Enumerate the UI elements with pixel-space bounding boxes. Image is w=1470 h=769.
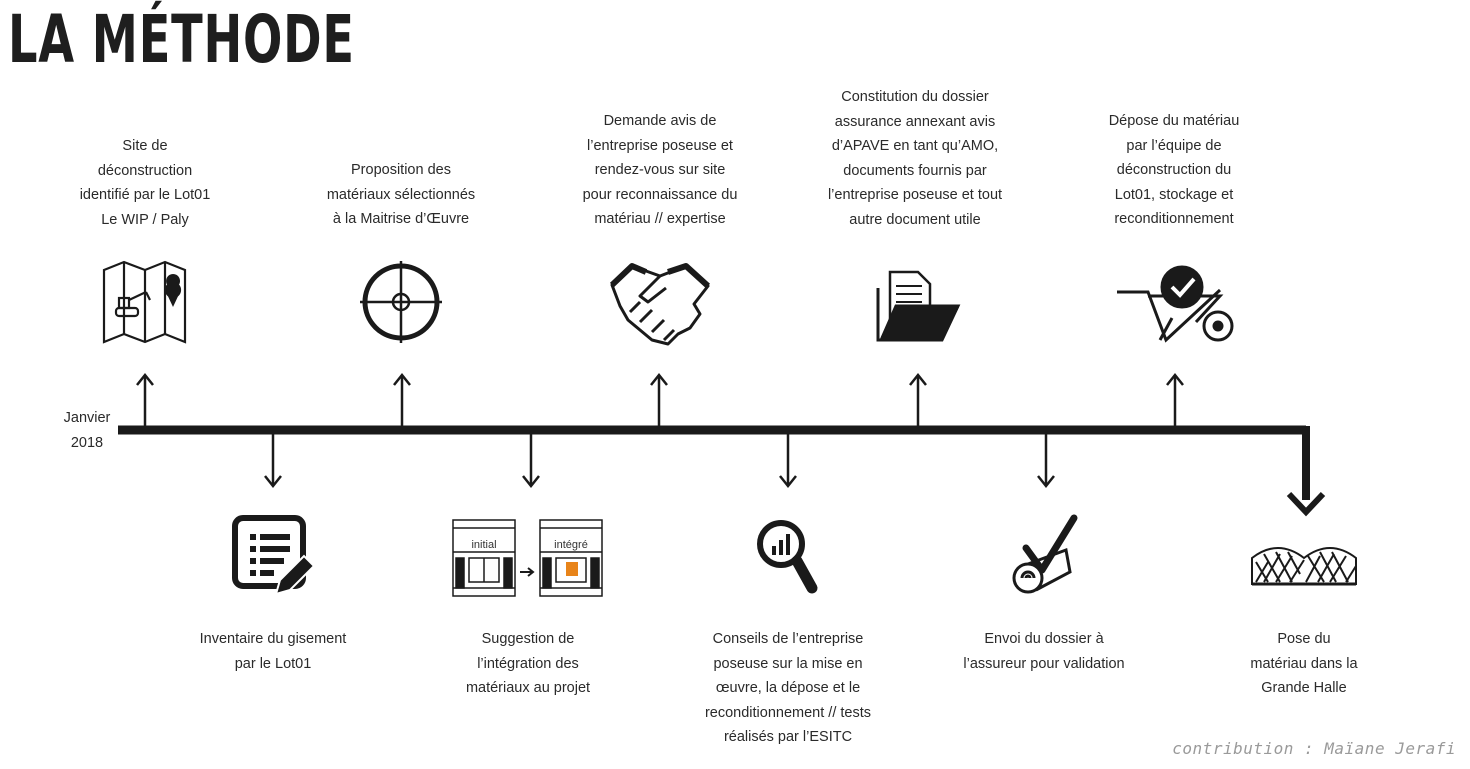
check-scroll-icon <box>1012 514 1078 594</box>
up-arrow <box>136 372 154 428</box>
facade-icon: initial intégré <box>452 519 603 597</box>
label-line: rendez-vous sur site <box>594 162 726 178</box>
label-line: Le WIP / Paly <box>101 211 189 228</box>
label-line: l’entreprise poseuse et tout <box>827 187 1003 203</box>
label-line: l’intégration des <box>477 655 579 672</box>
step-label-site: Site de déconstruction identifié par le … <box>60 134 230 232</box>
label-line: pour reconnaissance du <box>582 186 738 203</box>
magnifier-chart-icon <box>757 520 818 594</box>
label-line: Envoi du dossier à <box>984 631 1104 647</box>
label-line: Pose du <box>1277 631 1331 647</box>
page-title: LA MÉTHODE <box>8 1 355 78</box>
end-arrow <box>1286 491 1326 517</box>
crosshair-icon <box>360 261 442 343</box>
up-arrow <box>650 372 668 428</box>
wheelbarrow-icon <box>1117 265 1234 343</box>
down-arrow <box>779 432 797 489</box>
step-label-proposition: Proposition des matériaux sélectionnés à… <box>306 158 496 232</box>
label-line: documents fournis par <box>843 162 987 179</box>
label-line: matériaux sélectionnés <box>326 186 476 203</box>
label-line: à la Maitrise d’Œuvre <box>332 211 470 227</box>
label-line: matériau dans la <box>1250 655 1358 672</box>
label-line: poseuse sur la mise en <box>713 655 863 672</box>
step-label-pose: Pose du matériau dans la Grande Halle <box>1224 627 1384 701</box>
label-line: œuvre, la dépose et le <box>715 680 861 696</box>
step-label-demande: Demande avis de l’entreprise poseuse et … <box>560 109 760 232</box>
map-icon <box>102 260 187 344</box>
label-line: Lot01, stockage et <box>1114 186 1234 203</box>
up-arrows <box>136 372 1184 428</box>
label-line: Conseils de l’entreprise <box>712 631 864 647</box>
down-arrow <box>1037 432 1055 489</box>
hall-icon <box>1251 547 1357 586</box>
label-line: Site de <box>122 138 168 154</box>
credit-text: contribution : Maïane Jerafi <box>1172 739 1456 758</box>
step-label-conseils: Conseils de l’entreprise poseuse sur la … <box>676 627 900 750</box>
label-line: déconstruction du <box>1116 162 1232 178</box>
step-label-inventaire: Inventaire du gisement par le Lot01 <box>178 627 368 676</box>
list-edit-icon <box>232 515 316 596</box>
up-arrow <box>909 372 927 428</box>
start-label-month: Janvier <box>63 410 111 426</box>
step-label-constitution: Constitution du dossier assurance annexa… <box>805 85 1025 232</box>
step-label-suggestion: Suggestion de l’intégration des matériau… <box>440 627 616 701</box>
label-line: matériaux au projet <box>465 680 591 696</box>
down-arrow <box>522 432 540 489</box>
label-line: assurance annexant avis <box>834 113 996 130</box>
label-line: déconstruction <box>97 162 193 179</box>
down-arrows <box>264 432 1055 489</box>
timeline-axis <box>118 425 1326 517</box>
step-label-depose: Dépose du matériau par l’équipe de décon… <box>1084 109 1264 232</box>
label-line: Proposition des <box>351 162 451 178</box>
label-line: matériau // expertise <box>594 211 726 227</box>
label-line: Demande avis de <box>603 113 717 129</box>
step-label-envoi: Envoi du dossier à l’assureur pour valid… <box>942 627 1146 676</box>
label-line: reconditionnement // tests <box>704 704 872 721</box>
label-line: Suggestion de <box>481 631 575 647</box>
facade-label-initial: initial <box>471 539 496 551</box>
label-line: autre document utile <box>849 211 981 228</box>
label-line: par le Lot01 <box>234 655 312 672</box>
facade-label-integre: intégré <box>554 539 588 551</box>
start-label: Janvier 2018 <box>52 406 122 455</box>
handshake-icon <box>609 263 711 346</box>
start-label-year: 2018 <box>70 434 104 451</box>
label-line: d’APAVE en tant qu’AMO, <box>831 138 999 154</box>
label-line: Constitution du dossier <box>841 89 989 105</box>
up-arrow <box>1166 372 1184 428</box>
label-line: Dépose du matériau <box>1108 113 1240 129</box>
label-line: par l’équipe de <box>1126 137 1222 154</box>
folder-icon <box>876 270 961 342</box>
label-line: Grande Halle <box>1261 680 1347 696</box>
label-line: l’assureur pour validation <box>963 655 1125 672</box>
down-arrow <box>264 432 282 489</box>
label-line: Inventaire du gisement <box>199 631 347 647</box>
label-line: identifié par le Lot01 <box>79 187 211 203</box>
label-line: réalisés par l’ESITC <box>723 729 853 745</box>
label-line: l’entreprise poseuse et <box>587 137 733 154</box>
up-arrow <box>393 372 411 428</box>
label-line: reconditionnement <box>1114 211 1234 227</box>
